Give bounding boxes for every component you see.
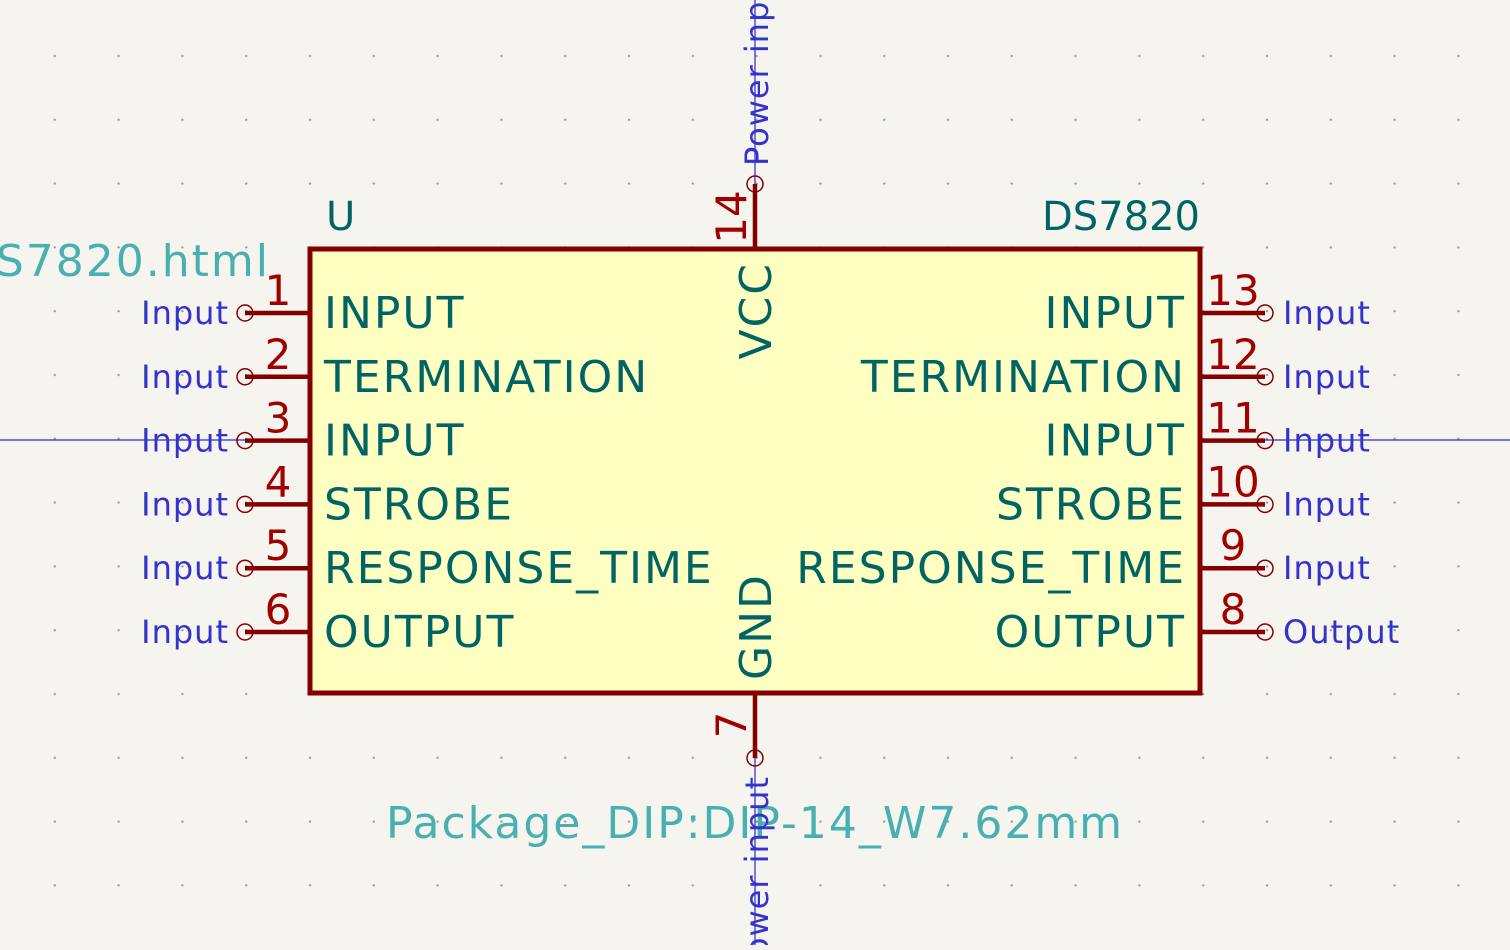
pin-type-6: Input <box>141 613 229 651</box>
pin-connection-point[interactable] <box>1256 623 1274 641</box>
pin-name-1: INPUT <box>324 288 466 339</box>
pin-name-3: INPUT <box>324 416 466 467</box>
pin-number-9: 9 <box>1220 521 1247 570</box>
pin-name-10: STROBE <box>996 479 1186 530</box>
pin-number-4: 4 <box>265 457 292 506</box>
pin-type-12: Input <box>1283 358 1371 396</box>
pin-connection-point[interactable] <box>746 749 764 767</box>
reference-field[interactable]: U <box>326 194 355 240</box>
pin-connection-point[interactable] <box>1256 431 1274 450</box>
pin-number-7: 7 <box>707 712 756 739</box>
pin-name-12: TERMINATION <box>860 352 1186 403</box>
pin-connection-point[interactable] <box>746 175 764 193</box>
pin-number-6: 6 <box>265 585 292 634</box>
pin-name-9: RESPONSE_TIME <box>796 543 1186 594</box>
pin-name-8: OUTPUT <box>995 607 1186 658</box>
pin-number-13: 13 <box>1206 266 1259 315</box>
pin-connection-point[interactable] <box>1256 368 1274 386</box>
pin-type-3: Input <box>141 422 229 460</box>
pin-type-14: Power input <box>738 0 776 166</box>
pin-name-7: GND <box>731 573 782 680</box>
value-field[interactable]: DS7820 <box>1042 194 1200 240</box>
pin-type-11: Input <box>1283 422 1371 460</box>
pin-connection-point[interactable] <box>236 623 254 641</box>
pin-number-5: 5 <box>265 521 292 570</box>
pin-number-2: 2 <box>265 330 292 379</box>
pin-connection-point[interactable] <box>236 368 254 386</box>
datasheet-field[interactable]: S7820.html <box>0 236 270 287</box>
pin-name-4: STROBE <box>324 479 514 530</box>
pin-type-10: Input <box>1283 485 1371 523</box>
pin-connection-point[interactable] <box>1256 495 1274 514</box>
pin-type-9: Input <box>1283 549 1371 587</box>
pin-type-7: Power input <box>738 776 776 945</box>
pin-type-1: Input <box>141 294 229 332</box>
pin-name-14: VCC <box>731 262 782 360</box>
pin-type-5: Input <box>141 549 229 587</box>
pin-number-3: 3 <box>265 394 292 443</box>
pin-name-11: INPUT <box>1044 416 1186 467</box>
pin-type-4: Input <box>141 485 229 523</box>
pin-connection-point[interactable] <box>236 304 254 322</box>
pin-connection-point[interactable] <box>236 495 254 514</box>
pin-number-1: 1 <box>265 266 292 315</box>
pin-number-14: 14 <box>707 190 756 243</box>
pin-type-2: Input <box>141 358 229 396</box>
pin-type-8: Output <box>1283 613 1400 651</box>
pin-connection-point[interactable] <box>1256 559 1274 577</box>
pin-type-13: Input <box>1283 294 1371 332</box>
pin-name-13: INPUT <box>1044 288 1186 339</box>
pin-number-8: 8 <box>1220 585 1247 634</box>
pin-connection-point[interactable] <box>1256 304 1274 322</box>
pin-name-5: RESPONSE_TIME <box>324 543 714 594</box>
pin-number-12: 12 <box>1206 330 1259 379</box>
pin-connection-point[interactable] <box>236 431 254 450</box>
pin-number-10: 10 <box>1206 457 1259 506</box>
pin-name-2: TERMINATION <box>323 352 649 403</box>
footprint-field[interactable]: Package_DIP:DIP-14_W7.62mm <box>386 798 1124 849</box>
symbol-body[interactable] <box>307 246 1203 696</box>
pin-name-6: OUTPUT <box>324 607 515 658</box>
pin-number-11: 11 <box>1206 394 1259 443</box>
pin-connection-point[interactable] <box>236 559 254 577</box>
